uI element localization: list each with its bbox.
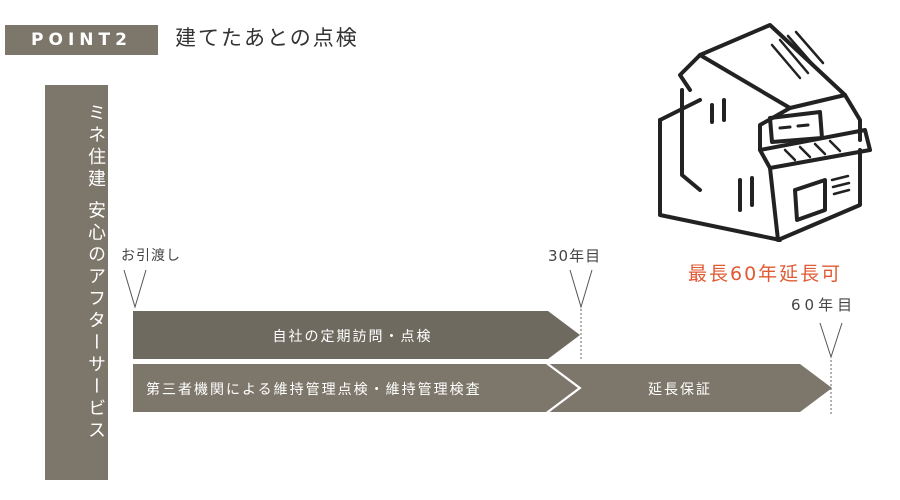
extend-note: 最長60年延長可 (688, 259, 842, 286)
year60-label: 60年目 (791, 294, 856, 315)
handover-label: お引渡し (121, 245, 181, 265)
house-illustration (660, 25, 870, 240)
year60-marker-icon (820, 323, 842, 357)
year30-marker-icon (570, 270, 592, 307)
year30-label: 30年目 (548, 245, 601, 266)
visits-bar-label: 自社の定期訪問・点検 (0, 326, 580, 346)
handover-marker-icon (124, 270, 146, 307)
warranty-bar-label: 延長保証 (648, 379, 712, 399)
third-party-bar-label: 第三者機関による維持管理点検・維持管理検査 (146, 379, 482, 399)
